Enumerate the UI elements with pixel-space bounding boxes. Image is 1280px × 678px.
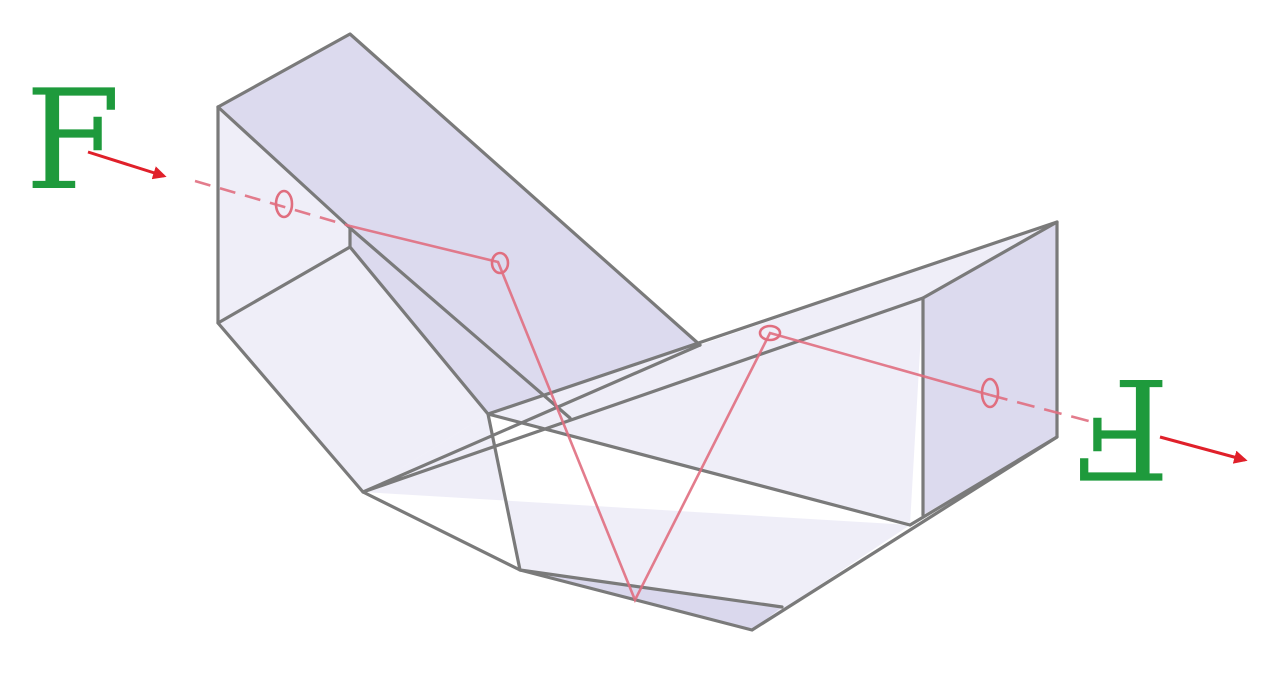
prism-faces bbox=[218, 34, 1057, 630]
right-exit-face bbox=[923, 222, 1057, 515]
beam-marker-entry bbox=[274, 189, 294, 219]
output-arrow bbox=[1159, 435, 1248, 464]
incoming-beam-dashed bbox=[194, 179, 351, 228]
prism-outline bbox=[216, 32, 1059, 632]
right-roof-face bbox=[488, 222, 1057, 525]
input-letter: F bbox=[25, 60, 121, 221]
beam-marker-reflection-2 bbox=[758, 324, 782, 342]
output-letter-inverted: F bbox=[1074, 347, 1170, 508]
left-entry-face bbox=[218, 107, 350, 323]
outgoing-beam bbox=[989, 393, 1101, 426]
light-path bbox=[87, 150, 1248, 604]
beam-marker-reflection-1 bbox=[490, 251, 510, 275]
base-strip-face bbox=[520, 570, 782, 630]
prism-edges bbox=[216, 32, 1059, 632]
left-roof-face bbox=[218, 34, 700, 414]
prism-inner-edges bbox=[216, 105, 1059, 609]
bottom-face bbox=[363, 414, 910, 630]
internal-beam bbox=[349, 224, 991, 604]
beam-marker-exit bbox=[980, 377, 1000, 409]
left-lower-face bbox=[218, 247, 488, 492]
input-arrow bbox=[87, 150, 167, 180]
